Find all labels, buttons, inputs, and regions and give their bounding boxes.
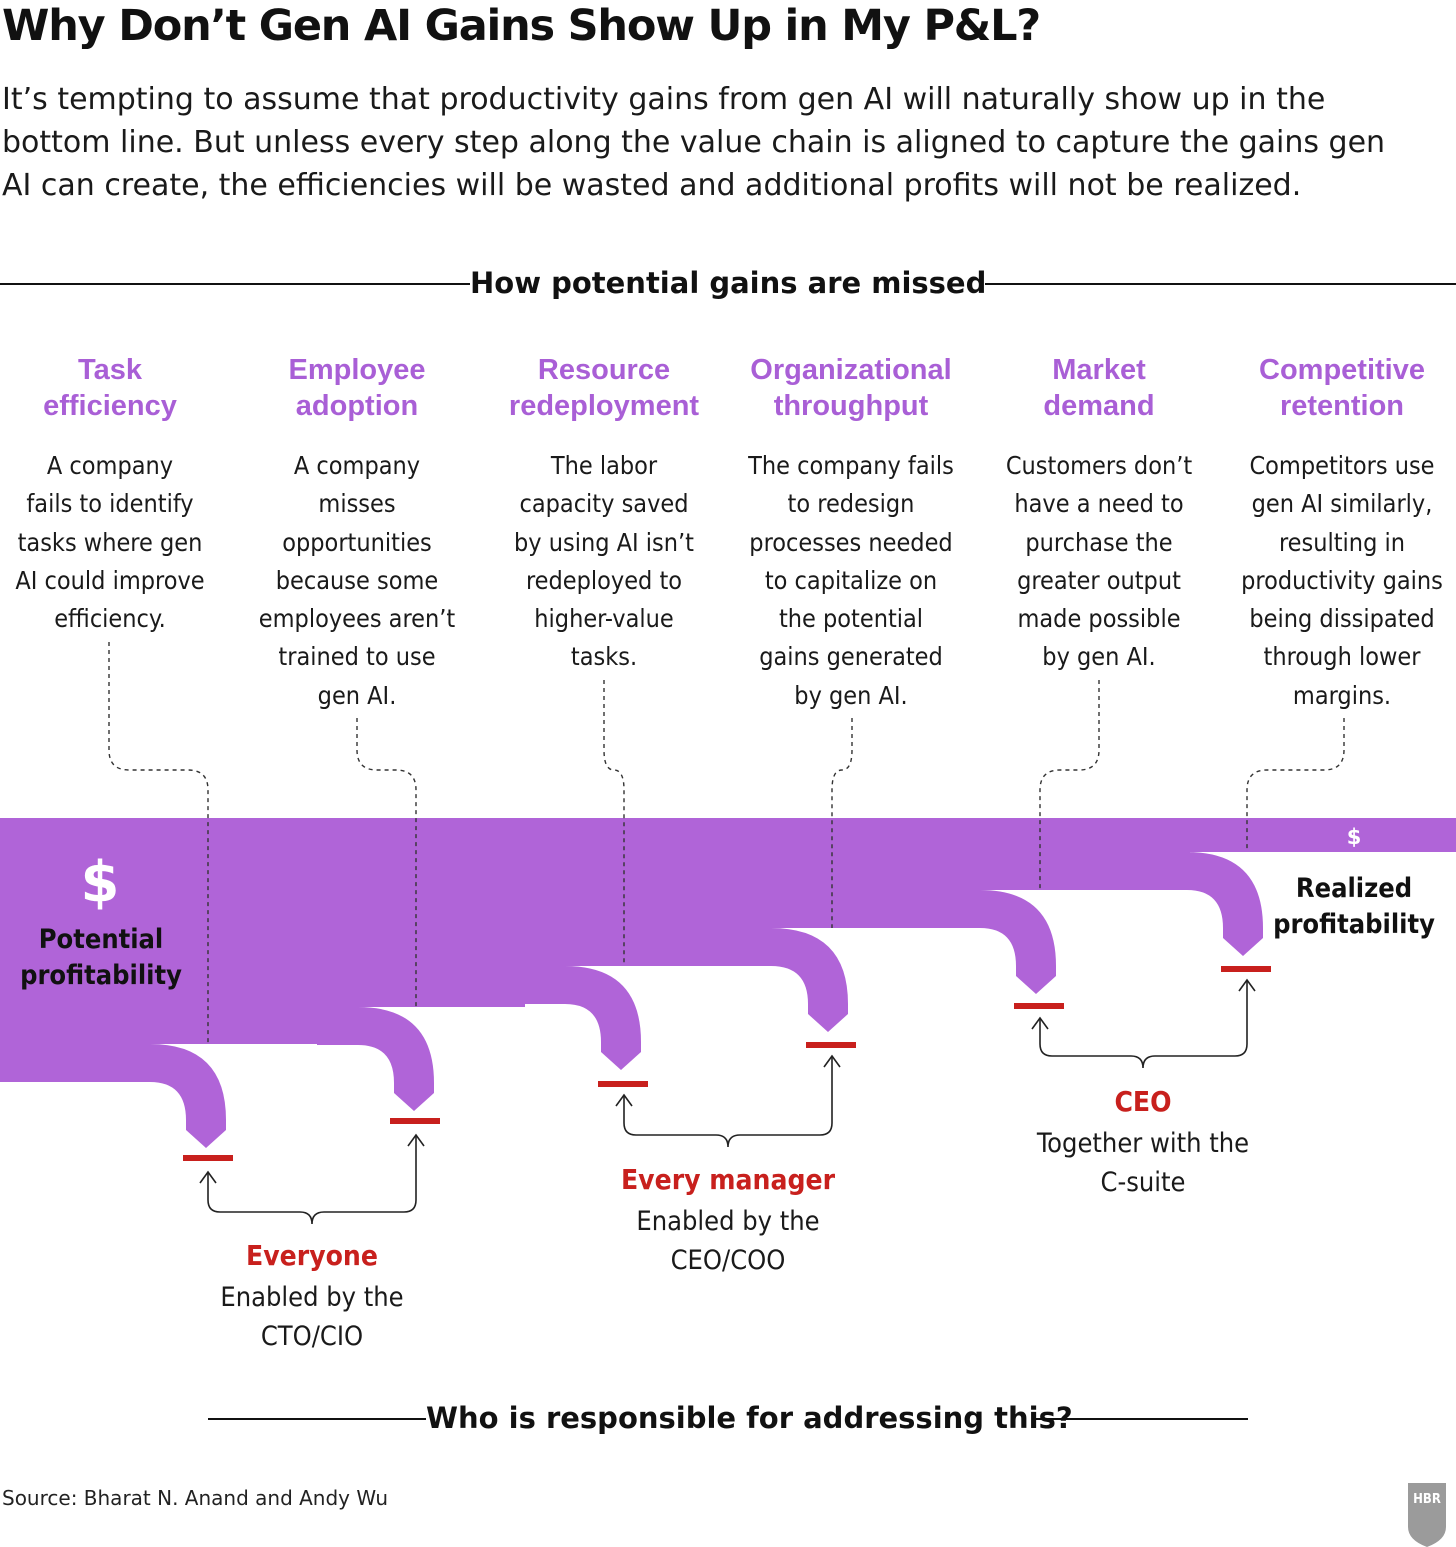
connector-3 (603, 680, 625, 966)
intro-line: bottom line. But unless every step along… (2, 125, 1386, 160)
arrow-head-6 (1238, 978, 1256, 992)
connector-5 (1039, 680, 1100, 890)
arrow-head-3 (615, 1093, 633, 1107)
stop-bar-5 (1014, 1003, 1064, 1009)
source-note: Source: Bharat N. Anand and Andy Wu (2, 1486, 389, 1510)
stop-bar-4 (806, 1042, 856, 1048)
connector-4 (831, 718, 853, 928)
connector-2 (356, 718, 417, 1007)
stop-bar-2 (390, 1118, 440, 1124)
intro-line: It’s tempting to assume that productivit… (2, 82, 1326, 117)
intro-paragraph: It’s tempting to assume that productivit… (2, 78, 1442, 207)
stop-bar-1 (183, 1155, 233, 1161)
bracket-ceo (1039, 980, 1248, 1069)
arrow-head-5 (1031, 1016, 1049, 1030)
responsible-ceo-title: CEO (1114, 1085, 1172, 1118)
arrow-head-2 (407, 1133, 425, 1147)
dashed-connectors (108, 642, 1345, 1044)
stop-bars (183, 966, 1271, 1161)
arrow-head-4 (823, 1054, 841, 1068)
leak-curve-4 (733, 928, 848, 1032)
hbr-logo-shield (1408, 1483, 1446, 1547)
leak-curve-3 (525, 966, 641, 1070)
connector-1 (108, 642, 209, 1044)
intro-line: AI can create, the efficiencies will be … (2, 168, 1302, 203)
leak-curve-6 (1187, 852, 1263, 956)
top-heading: How potential gains are missed (470, 266, 987, 300)
connector-6 (1246, 718, 1345, 852)
leak-curve-1 (107, 1044, 226, 1148)
bottom-heading-rule-left (208, 1418, 426, 1420)
realized-dollar-icon: $ (1346, 825, 1362, 849)
leak-curve-2 (317, 1007, 434, 1111)
responsible-every-manager-title: Every manager (620, 1163, 836, 1196)
responsibility-brackets (199, 978, 1256, 1225)
arrow-head-1 (199, 1170, 217, 1184)
bracket-everyone (207, 1135, 417, 1225)
responsible-everyone-title: Everyone (246, 1239, 378, 1272)
hbr-logo-text: HBR (1413, 1492, 1441, 1507)
leak-curve-5 (938, 890, 1056, 994)
stop-bar-6 (1221, 966, 1271, 972)
top-heading-rule-right (985, 283, 1456, 285)
potential-dollar-icon: $ (80, 850, 120, 915)
top-heading-rule-left (0, 283, 470, 285)
profit-band (0, 818, 1456, 1082)
page-title: Why Don’t Gen AI Gains Show Up in My P&L… (2, 1, 1041, 51)
bottom-heading: Who is responsible for addressing this? (426, 1401, 1073, 1435)
leak-curves (107, 852, 1263, 1148)
stop-bar-3 (598, 1081, 648, 1087)
bottom-heading-rule-right (1032, 1418, 1248, 1420)
bracket-every-manager (623, 1056, 833, 1148)
